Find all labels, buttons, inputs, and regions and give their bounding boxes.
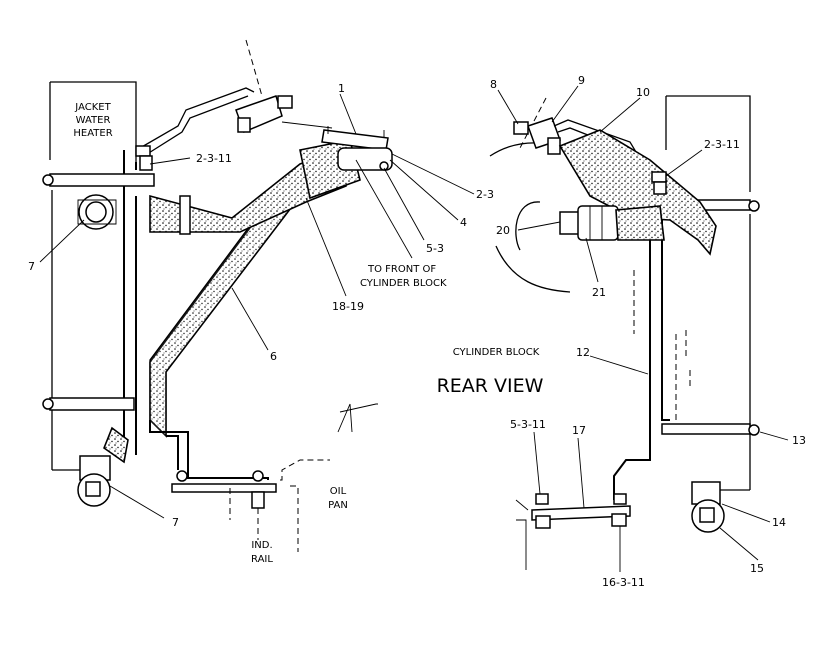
fitting-7-upper — [77, 194, 117, 230]
bracket-17 — [515, 493, 631, 570]
leader-4 — [389, 159, 459, 221]
callout-12: 12 — [576, 346, 590, 359]
hose-clamp-left — [179, 195, 191, 235]
leader-to-front — [355, 159, 413, 259]
leader-12 — [589, 355, 649, 375]
clip-right — [651, 171, 667, 195]
oil-pan-line-1: OIL — [330, 486, 347, 497]
leader-2-3-11-right — [665, 149, 703, 177]
heater-valve — [235, 95, 293, 133]
callout-21: 21 — [592, 286, 606, 299]
right-frame — [613, 172, 670, 500]
lower-elbow — [149, 420, 269, 480]
jacket-water-heater — [49, 81, 137, 471]
callout-7-lower: 7 — [172, 516, 179, 529]
leader-8 — [497, 89, 519, 125]
jacket-water-heater-line-1: JACKET — [74, 102, 111, 113]
callout-8: 8 — [490, 78, 497, 91]
right-block-dashed — [633, 270, 691, 420]
upper-strap-knob — [42, 174, 54, 186]
callout-14: 14 — [772, 516, 786, 529]
leader-5-3-11 — [533, 431, 541, 495]
leader-14 — [721, 503, 771, 523]
fitting-7-lower — [77, 426, 129, 507]
callout-5-3: 5-3 — [426, 242, 444, 255]
right-lower-strap-knob — [748, 424, 760, 436]
callout-17: 17 — [572, 424, 586, 437]
right-heater-body — [665, 95, 751, 491]
callout-5-3-11: 5-3-11 — [510, 418, 546, 431]
jacket-water-heater-line-2: WATER — [76, 115, 111, 126]
callout-16-3-11: 16-3-11 — [602, 576, 645, 589]
leader-21 — [585, 237, 599, 283]
valve-leader — [281, 121, 333, 129]
leader-9 — [551, 85, 579, 123]
to-front-line-2: CYLINDER BLOCK — [360, 278, 447, 289]
to-front-line-1: TO FRONT OF — [367, 264, 436, 275]
cylinder-block-label: CYLINDER BLOCK — [453, 347, 540, 358]
leader-2-3 — [391, 153, 475, 195]
leader-17 — [577, 437, 585, 509]
upper-strap — [49, 173, 155, 187]
callout-15: 15 — [750, 562, 764, 575]
block-outline-left — [337, 403, 378, 433]
callout-4: 4 — [460, 216, 467, 229]
leader-18-19 — [305, 197, 347, 297]
oil-pan-outline — [280, 459, 330, 552]
leader-5-3 — [383, 167, 425, 241]
callout-6: 6 — [270, 350, 277, 363]
callout-13: 13 — [792, 434, 806, 447]
leader-10 — [599, 97, 641, 133]
leader-7-upper — [39, 219, 85, 263]
fitting-14-15 — [691, 481, 725, 533]
right-upper-strap-knob — [748, 200, 760, 212]
callout-2-3-11-left: 2-3-11 — [196, 152, 232, 165]
jacket-water-heater-line-3: HEATER — [73, 128, 112, 139]
leader-20 — [517, 221, 561, 231]
text-labels: JACKET WATER HEATER TO FRONT OF CYLINDER… — [28, 74, 806, 589]
rear-view-title: REAR VIEW — [437, 375, 544, 397]
leader-7-lower — [109, 485, 165, 519]
ind-rail-line-2: RAIL — [251, 554, 273, 565]
leader-13 — [759, 431, 789, 441]
bottom-bracket-left — [171, 470, 277, 540]
callout-18-19: 18-19 — [332, 300, 364, 313]
flange-1 — [321, 126, 393, 171]
valve-leader-dashed — [245, 39, 263, 97]
leader-15 — [719, 527, 759, 561]
right-view — [489, 85, 789, 572]
callout-20: 20 — [496, 224, 510, 237]
leader-1 — [339, 93, 357, 135]
valve-8-9 — [513, 117, 561, 155]
leader-2-3-11-left — [149, 157, 191, 165]
leader-6 — [231, 287, 269, 351]
right-lower-strap — [661, 423, 751, 435]
callout-10: 10 — [636, 86, 650, 99]
lower-strap-knob — [42, 398, 54, 410]
clip-upper — [135, 145, 153, 171]
callout-2-3-11-right: 2-3-11 — [704, 138, 740, 151]
ind-rail-line-1: IND. — [251, 540, 272, 551]
callout-9: 9 — [578, 74, 585, 87]
left-view — [39, 39, 475, 552]
oil-pan-line-2: PAN — [328, 500, 348, 511]
lower-strap — [49, 397, 135, 411]
callout-2-3: 2-3 — [476, 188, 494, 201]
heater-supply-line — [139, 87, 255, 157]
callout-7-upper: 7 — [28, 260, 35, 273]
fitting-20-21 — [559, 205, 665, 241]
callout-1: 1 — [338, 82, 345, 95]
